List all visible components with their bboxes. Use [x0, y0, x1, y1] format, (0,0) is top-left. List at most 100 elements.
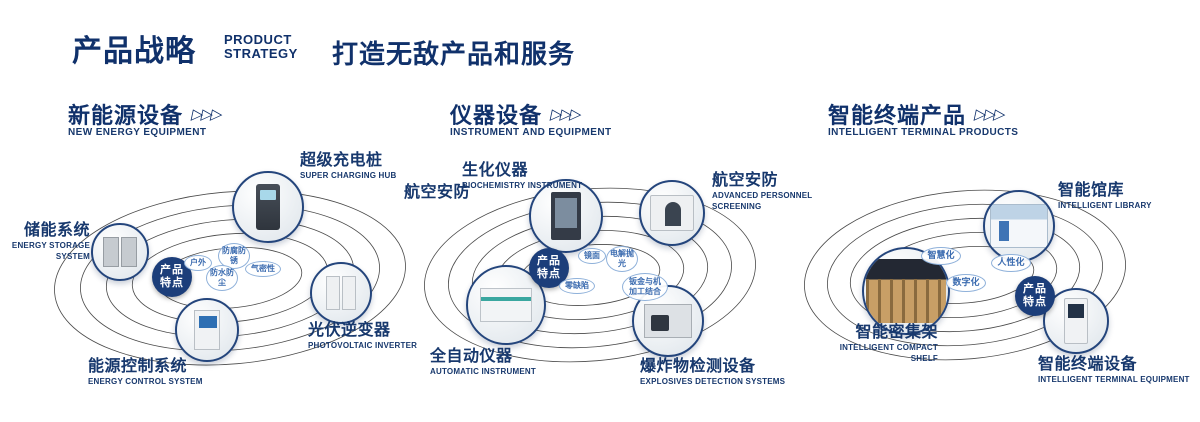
feature-waterproof-dustproof: 防水防尘 — [206, 265, 238, 291]
triple-arrow-icon: ▷▷▷ — [190, 106, 223, 123]
page-title-en-line2: STRATEGY — [224, 45, 298, 61]
label-zh: 航空安防 — [712, 172, 779, 189]
badge-line2: 特点 — [160, 277, 184, 289]
label-biochemistry-instrument: 生化仪器 BIOCHEMISTRY INSTRUMENT — [462, 162, 587, 192]
section-title-text: 新能源设备 — [68, 103, 184, 128]
photovoltaic-inverter-image — [326, 276, 356, 310]
image-detail — [665, 202, 681, 226]
section-subtitle-new-energy: NEW ENERGY EQUIPMENT — [68, 127, 207, 138]
label-zh: 智能终端设备 — [1038, 356, 1138, 373]
label-zh: 智能密集架 — [855, 324, 938, 341]
feature-electropolishing: 电解抛光 — [606, 246, 638, 272]
section-title-intelligent-terminal: 智能终端产品 ▷▷▷ — [828, 98, 1006, 130]
feature-zero-defect: 零缺陷 — [559, 278, 595, 294]
feature-airtightness: 气密性 — [245, 261, 281, 277]
image-detail — [326, 276, 340, 310]
label-en: EXPLOSIVES DETECTION SYSTEMS — [640, 377, 786, 387]
label-automatic-instrument: 全自动仪器 AUTOMATIC INSTRUMENT — [430, 348, 550, 378]
slogan: 打造无敌产品和服务 — [332, 39, 576, 69]
label-en: INTELLIGENT TERMINAL EQUIPMENT — [1038, 375, 1190, 385]
label-en: SUPER CHARGING HUB — [300, 171, 397, 181]
badge-line2: 特点 — [1023, 296, 1047, 308]
feature-sheetmetal-machining: 钣金与机加工结合 — [622, 273, 668, 301]
label-intelligent-compact-shelf: 智能密集架 INTELLIGENT COMPACT SHELF — [826, 324, 938, 364]
node-super-charging-hub — [232, 171, 304, 243]
image-detail — [651, 315, 669, 331]
intelligent-library-image — [990, 204, 1048, 248]
super-charging-hub-image — [256, 184, 280, 230]
feature-mirror-finish: 镜面 — [578, 248, 606, 264]
intelligent-terminal-equipment-image — [1064, 298, 1088, 344]
label-zh: 超级充电桩 — [300, 152, 383, 169]
label-en: ADVANCED PERSONNEL SCREENING — [712, 191, 813, 211]
explosives-detection-image — [644, 304, 692, 338]
page-title-en: PRODUCT STRATEGY — [224, 33, 298, 60]
label-intelligent-terminal-equipment: 智能终端设备 INTELLIGENT TERMINAL EQUIPMENT — [1038, 356, 1198, 386]
image-detail — [1068, 304, 1084, 318]
automatic-instrument-image — [480, 288, 532, 322]
product-features-badge: 产品 特点 — [152, 257, 192, 297]
node-advanced-personnel-screening — [639, 180, 705, 246]
node-intelligent-library — [983, 190, 1055, 262]
node-explosives-detection — [632, 285, 704, 357]
image-detail — [999, 221, 1009, 241]
section-title-text: 仪器设备 — [450, 103, 543, 128]
label-zh: 生化仪器 — [462, 162, 529, 179]
image-detail — [481, 297, 531, 301]
label-en: AUTOMATIC INSTRUMENT — [430, 367, 536, 377]
feature-digitalized: 数字化 — [946, 274, 986, 292]
image-detail — [866, 279, 946, 323]
label-zh: 爆炸物检测设备 — [640, 358, 756, 375]
label-en: ENERGY STORAGE SYSTEM — [11, 241, 90, 261]
image-detail — [260, 190, 276, 200]
label-zh: 智能馆库 — [1058, 182, 1125, 199]
triple-arrow-icon: ▷▷▷ — [549, 106, 582, 123]
node-photovoltaic-inverter — [310, 262, 372, 324]
image-detail — [555, 198, 577, 228]
label-energy-control-system: 能源控制系统 ENERGY CONTROL SYSTEM — [88, 358, 228, 388]
triple-arrow-icon: ▷▷▷ — [973, 106, 1006, 123]
page-title: 产品战略 — [72, 35, 196, 68]
label-aviation-security-left: 航空安防 — [404, 184, 471, 201]
advanced-personnel-screening-image — [650, 195, 694, 231]
feature-humanized: 人性化 — [991, 254, 1031, 272]
energy-control-system-image — [194, 310, 220, 350]
section-title-text: 智能终端产品 — [828, 103, 967, 128]
intelligent-compact-shelf-image — [866, 259, 946, 323]
biochemistry-instrument-image — [551, 192, 581, 240]
section-subtitle-intelligent-terminal: INTELLIGENT TERMINAL PRODUCTS — [828, 127, 1019, 138]
label-zh: 全自动仪器 — [430, 348, 513, 365]
label-en: ENERGY CONTROL SYSTEM — [88, 377, 203, 387]
feature-outdoor: 户外 — [184, 255, 212, 271]
label-zh: 能源控制系统 — [88, 358, 188, 375]
image-detail — [342, 276, 356, 310]
energy-storage-system-image — [103, 237, 137, 267]
label-zh: 光伏逆变器 — [308, 322, 391, 339]
feature-intelligent: 智慧化 — [921, 247, 961, 265]
node-energy-storage-system — [91, 223, 149, 281]
image-detail — [121, 237, 137, 267]
node-biochemistry-instrument — [529, 179, 603, 253]
badge-line1: 产品 — [537, 254, 561, 267]
page-title-en-line1: PRODUCT — [224, 32, 292, 47]
label-zh: 储能系统 — [23, 222, 90, 239]
label-en: INTELLIGENT COMPACT SHELF — [839, 343, 938, 363]
label-en: PHOTOVOLTAIC INVERTER — [308, 341, 418, 351]
label-explosives-detection: 爆炸物检测设备 EXPLOSIVES DETECTION SYSTEMS — [640, 358, 800, 388]
label-super-charging-hub: 超级充电桩 SUPER CHARGING HUB — [300, 152, 440, 182]
section-subtitle-instruments: INSTRUMENT AND EQUIPMENT — [450, 127, 612, 138]
label-en: BIOCHEMISTRY INSTRUMENT — [462, 181, 583, 191]
label-en: INTELLIGENT LIBRARY — [1058, 201, 1152, 211]
label-intelligent-library: 智能馆库 INTELLIGENT LIBRARY — [1058, 182, 1178, 212]
image-detail — [199, 316, 217, 328]
badge-line1: 产品 — [160, 263, 184, 276]
node-energy-control-system — [175, 298, 239, 362]
label-energy-storage-system: 储能系统 ENERGY STORAGE SYSTEM — [8, 222, 90, 262]
image-detail — [103, 237, 119, 267]
section-title-instruments: 仪器设备 ▷▷▷ — [450, 98, 582, 130]
badge-line2: 特点 — [537, 268, 561, 280]
badge-line1: 产品 — [1023, 282, 1047, 295]
section-title-new-energy: 新能源设备 ▷▷▷ — [68, 98, 223, 130]
label-advanced-personnel-screening: 航空安防 ADVANCED PERSONNEL SCREENING — [712, 172, 822, 212]
label-photovoltaic-inverter: 光伏逆变器 PHOTOVOLTAIC INVERTER — [308, 322, 438, 352]
